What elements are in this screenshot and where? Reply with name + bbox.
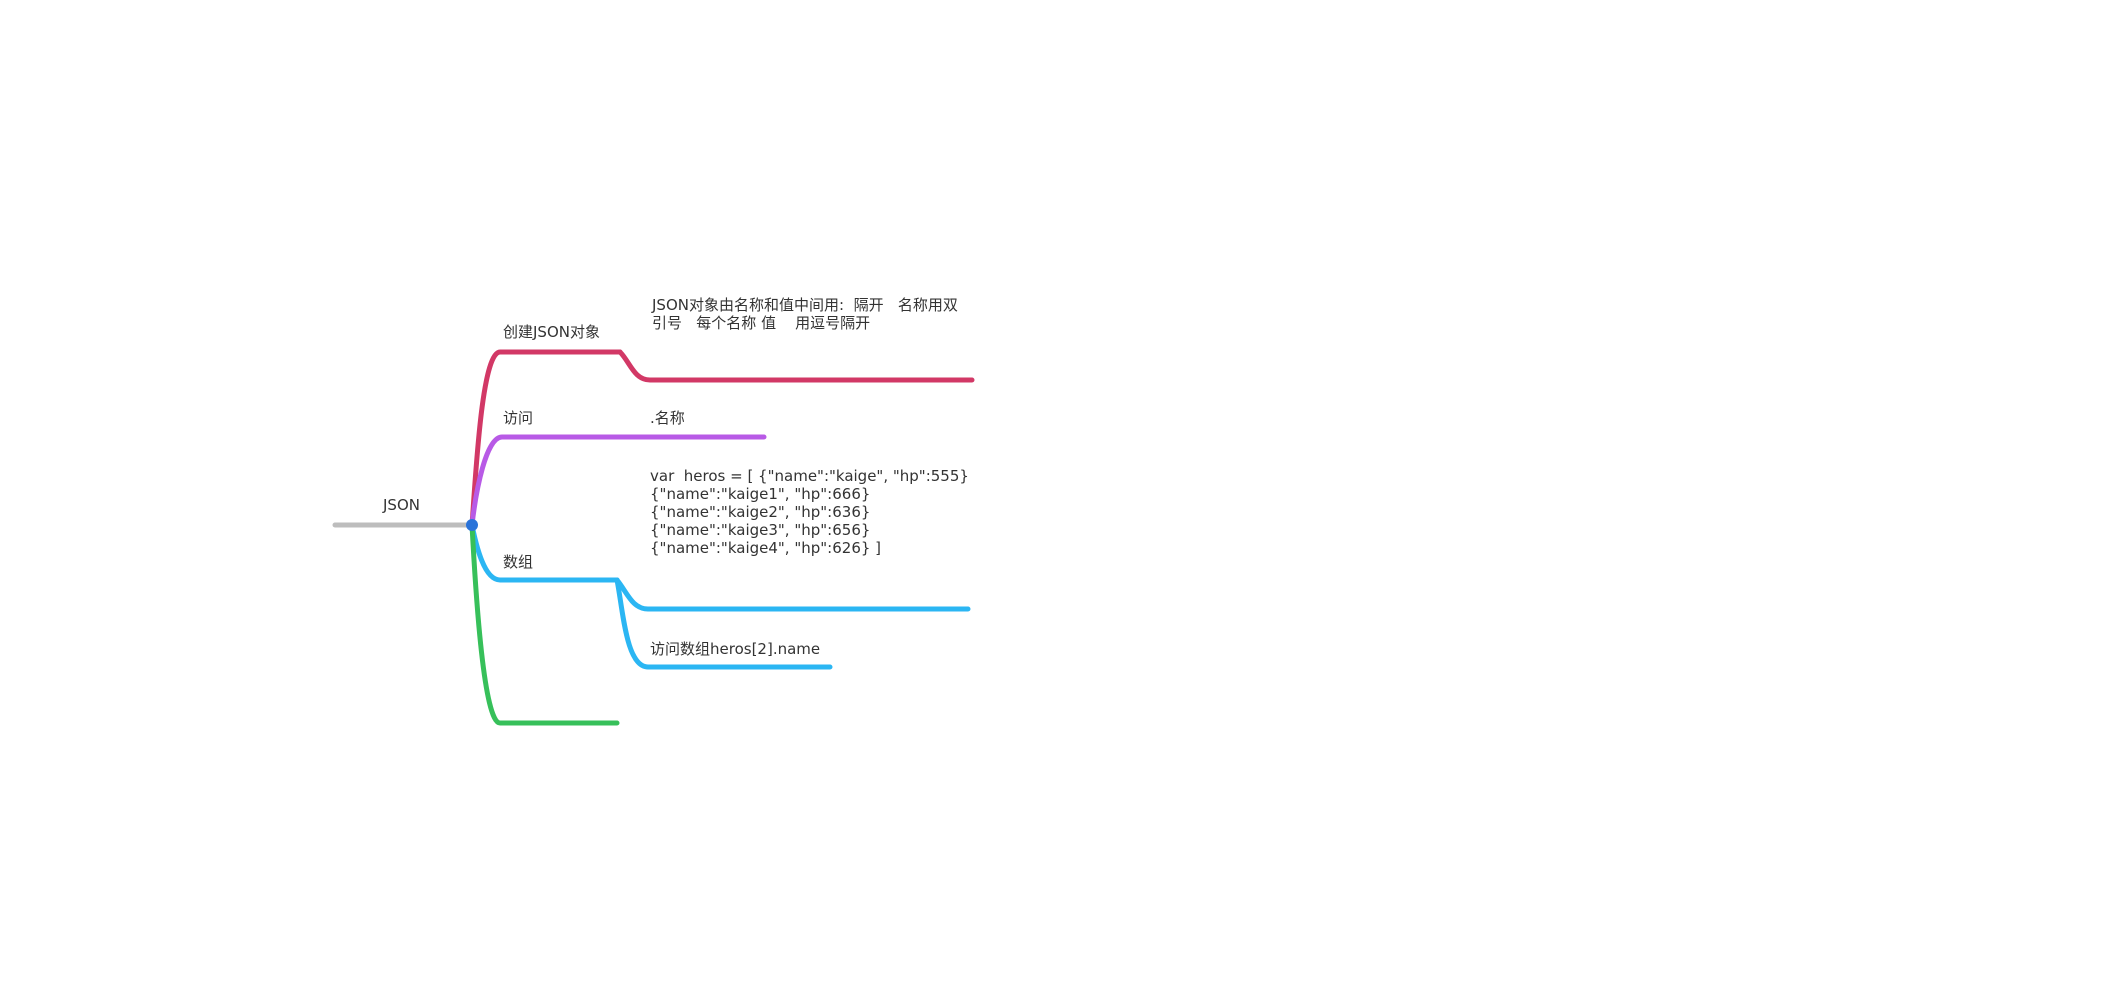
- leaf-label-array-access[interactable]: 访问数组heros[2].name: [650, 640, 821, 658]
- branch-label-create-json-object[interactable]: 创建JSON对象: [503, 323, 600, 341]
- leaf-label-array-example[interactable]: var heros = [ {"name":"kaige", "hp":555}…: [650, 467, 974, 557]
- leaf-edge-create-desc: [617, 349, 975, 383]
- branch-label-access[interactable]: 访问: [503, 409, 534, 427]
- branch-edge-empty: [469, 522, 620, 726]
- branch-edge-access: [469, 434, 767, 528]
- leaf-edge-array-desc: [614, 577, 971, 612]
- leaf-label-create-description[interactable]: JSON对象由名称和值中间用: 隔开 名称用双引号 每个名称 值 用逗号隔开: [652, 296, 958, 332]
- leaf-label-access-by-name[interactable]: .名称: [650, 409, 685, 427]
- branch-edge-array: [469, 522, 620, 583]
- leaf-edge-array-access: [614, 577, 833, 670]
- branch-label-array[interactable]: 数组: [503, 553, 534, 571]
- root-node-label[interactable]: JSON: [383, 496, 420, 514]
- root-connector-dot[interactable]: [466, 519, 478, 531]
